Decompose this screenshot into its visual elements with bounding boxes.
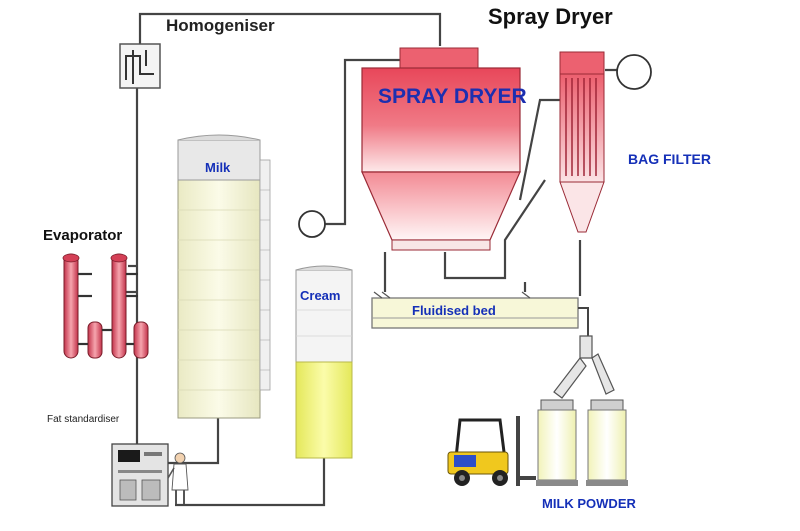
fluidised-bed (371, 291, 589, 336)
milk-powder-bag-left (536, 399, 578, 486)
pipe-air-heater (323, 58, 400, 226)
pipe-dryer-to-filter (443, 179, 546, 280)
spray-dryer-label: SPRAY DRYER (378, 85, 527, 108)
milk-powder-label: MILK POWDER (542, 496, 636, 511)
fan-icon (616, 54, 652, 90)
pipe-cream-to-standardiser (175, 455, 326, 507)
operator-icon (167, 452, 189, 504)
cream-tank (295, 265, 353, 459)
air-heater-icon (298, 210, 326, 238)
evaporator-label: Evaporator (43, 227, 122, 244)
fluidised-bed-label: Fluidised bed (412, 303, 496, 318)
milk-powder-bag-right (586, 399, 628, 486)
page-title: Spray Dryer (488, 4, 613, 29)
pipe-milk-to-standardiser (168, 415, 220, 465)
homogeniser (119, 43, 161, 89)
evaporator (62, 253, 149, 359)
pipe-homogeniser-to-dryer (138, 12, 442, 46)
fat-standardiser (111, 443, 169, 507)
forklift-icon (447, 416, 536, 486)
powder-outlet (553, 335, 615, 399)
bag-filter-label: BAG FILTER (628, 151, 711, 167)
cream-label: Cream (300, 288, 340, 303)
homogeniser-label: Homogeniser (166, 16, 275, 35)
spray-dryer-chamber (361, 47, 521, 251)
fat-standardiser-label: Fat standardiser (47, 414, 120, 425)
bag-filter (559, 51, 605, 233)
milk-label: Milk (205, 160, 231, 175)
milk-silo (177, 134, 271, 419)
pipe-duct-filter (518, 98, 565, 201)
